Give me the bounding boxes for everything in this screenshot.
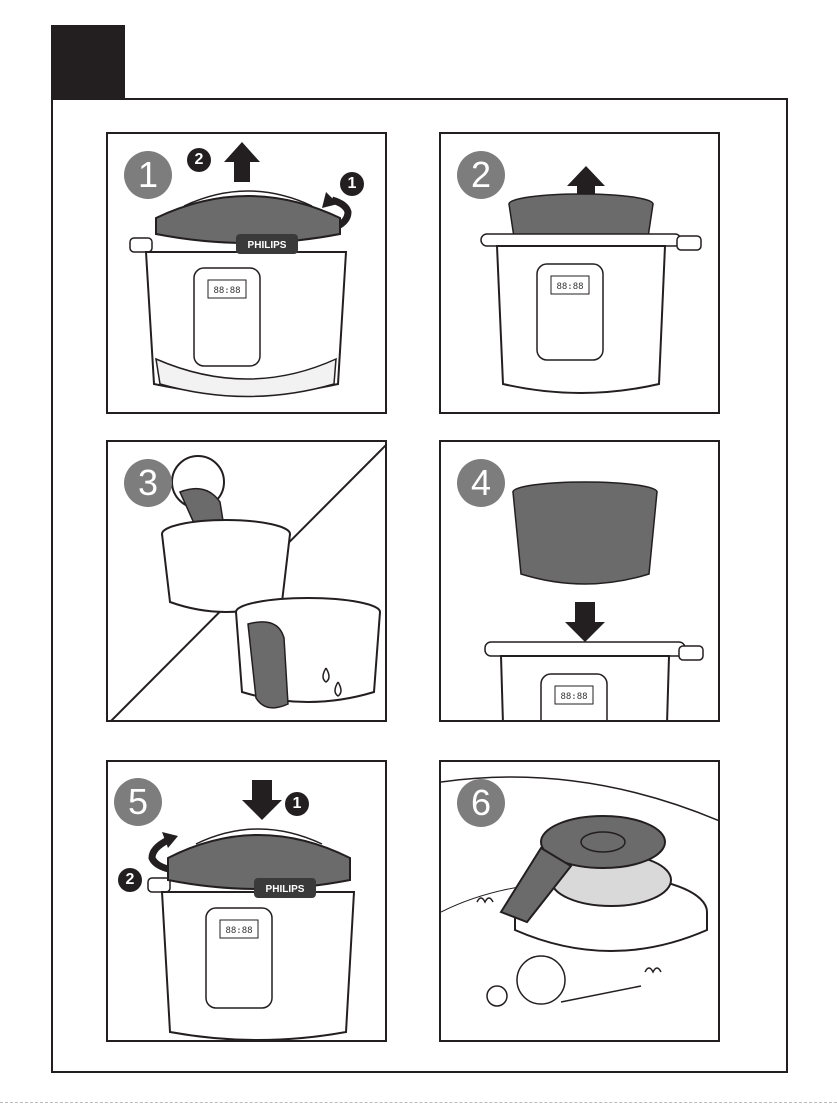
control-panel: 88:88	[194, 268, 260, 366]
step-5-sub-badge-rotate: 2	[118, 868, 142, 892]
down-arrow-icon	[242, 780, 282, 820]
step-5-panel: 5 1 2 PHILIPS 88:88	[106, 760, 387, 1042]
up-arrow-icon	[224, 142, 260, 182]
step-4-panel: 4 88:88	[439, 440, 720, 722]
step-6-badge: 6	[457, 779, 505, 827]
step-6-panel: 6	[439, 760, 720, 1042]
float-valve	[517, 956, 565, 1004]
svg-text:88:88: 88:88	[213, 286, 240, 296]
step-1-sub-badge-rotate: 1	[340, 172, 364, 196]
step-3-badge: 3	[124, 459, 172, 507]
inner-pot	[513, 482, 657, 584]
seal-line	[561, 986, 641, 1002]
step-2-badge: 2	[457, 151, 505, 199]
step-4-badge: 4	[457, 459, 505, 507]
svg-text:PHILIPS: PHILIPS	[248, 240, 287, 251]
section-tab	[51, 25, 125, 99]
svg-text:PHILIPS: PHILIPS	[266, 884, 305, 895]
step-3-panel: 3	[106, 440, 387, 722]
down-arrow-icon	[565, 602, 605, 642]
control-panel: 88:88	[541, 674, 607, 722]
steam-icon	[477, 898, 493, 902]
step-5-badge: 5	[114, 778, 162, 826]
step-1-panel: 1 2 1 PHILIPS 88:88	[106, 132, 387, 414]
steam-release-valve	[501, 816, 707, 951]
page-cut-line	[0, 1102, 837, 1103]
svg-text:88:88: 88:88	[225, 926, 252, 936]
step-1-badge: 1	[124, 151, 172, 199]
svg-text:88:88: 88:88	[556, 282, 583, 292]
step-1-sub-badge-lift: 2	[187, 148, 211, 172]
step-2-panel: 2 88:88	[439, 132, 720, 414]
svg-text:88:88: 88:88	[560, 692, 587, 702]
steam-icon	[645, 968, 661, 972]
lock-icon	[487, 986, 507, 1006]
inner-pot-wipe	[236, 598, 380, 708]
control-panel: 88:88	[206, 908, 272, 1008]
step-5-sub-badge-press: 1	[285, 792, 309, 816]
control-panel: 88:88	[537, 264, 603, 360]
inner-pot-filled	[162, 520, 290, 612]
